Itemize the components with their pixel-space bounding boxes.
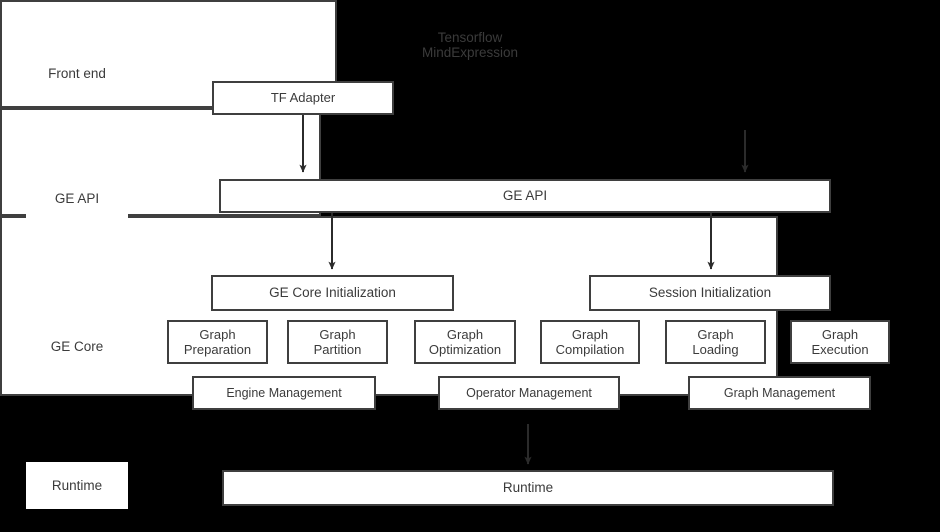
- mindexpression-title: MindExpression: [421, 45, 519, 60]
- graph-execution-label: Graph Execution: [811, 326, 869, 357]
- graph-management-box[interactable]: Graph Management: [688, 376, 871, 410]
- stage-label-ge-api: GE API: [26, 175, 128, 222]
- ge-api-label: GE API: [502, 188, 548, 204]
- graph-partition-label: Graph Partition: [313, 326, 362, 357]
- stage-label-front-end-text: Front end: [48, 65, 106, 81]
- engine-management-label: Engine Management: [226, 385, 342, 400]
- tf-adapter-label: TF Adapter: [270, 90, 336, 106]
- ge-core-initialization-box[interactable]: GE Core Initialization: [211, 275, 454, 311]
- ge-core-initialization-label: GE Core Initialization: [269, 285, 396, 301]
- runtime-label: Runtime: [502, 480, 554, 496]
- graph-management-label: Graph Management: [723, 385, 836, 400]
- stage-label-ge-core-text: GE Core: [50, 338, 104, 354]
- stage-label-ge-core: GE Core: [26, 323, 128, 370]
- session-initialization-box[interactable]: Session Initialization: [589, 275, 831, 311]
- engine-management-box[interactable]: Engine Management: [192, 376, 376, 410]
- graph-preparation-label: Graph Preparation: [183, 326, 252, 357]
- graph-compilation-box[interactable]: Graph Compilation: [540, 320, 640, 364]
- graph-execution-box[interactable]: Graph Execution: [790, 320, 890, 364]
- graph-loading-box[interactable]: Graph Loading: [665, 320, 766, 364]
- stage-label-runtime: Runtime: [26, 462, 128, 509]
- tf-adapter-box[interactable]: TF Adapter: [212, 81, 394, 115]
- session-initialization-label: Session Initialization: [648, 285, 772, 301]
- stage-label-ge-api-text: GE API: [54, 190, 100, 206]
- stage-label-runtime-text: Runtime: [51, 477, 103, 493]
- operator-management-label: Operator Management: [466, 385, 592, 400]
- stage-label-front-end: Front end: [26, 50, 128, 97]
- tensorflow-title: Tensorflow: [437, 30, 503, 45]
- graph-optimization-label: Graph Optimization: [428, 326, 502, 357]
- graph-preparation-box[interactable]: Graph Preparation: [167, 320, 268, 364]
- graph-compilation-label: Graph Compilation: [555, 326, 625, 357]
- graph-partition-box[interactable]: Graph Partition: [287, 320, 388, 364]
- graph-optimization-box[interactable]: Graph Optimization: [414, 320, 516, 364]
- ge-api-box[interactable]: GE API: [219, 179, 831, 213]
- operator-management-box[interactable]: Operator Management: [438, 376, 620, 410]
- graph-loading-label: Graph Loading: [692, 326, 739, 357]
- runtime-box[interactable]: Runtime: [222, 470, 834, 506]
